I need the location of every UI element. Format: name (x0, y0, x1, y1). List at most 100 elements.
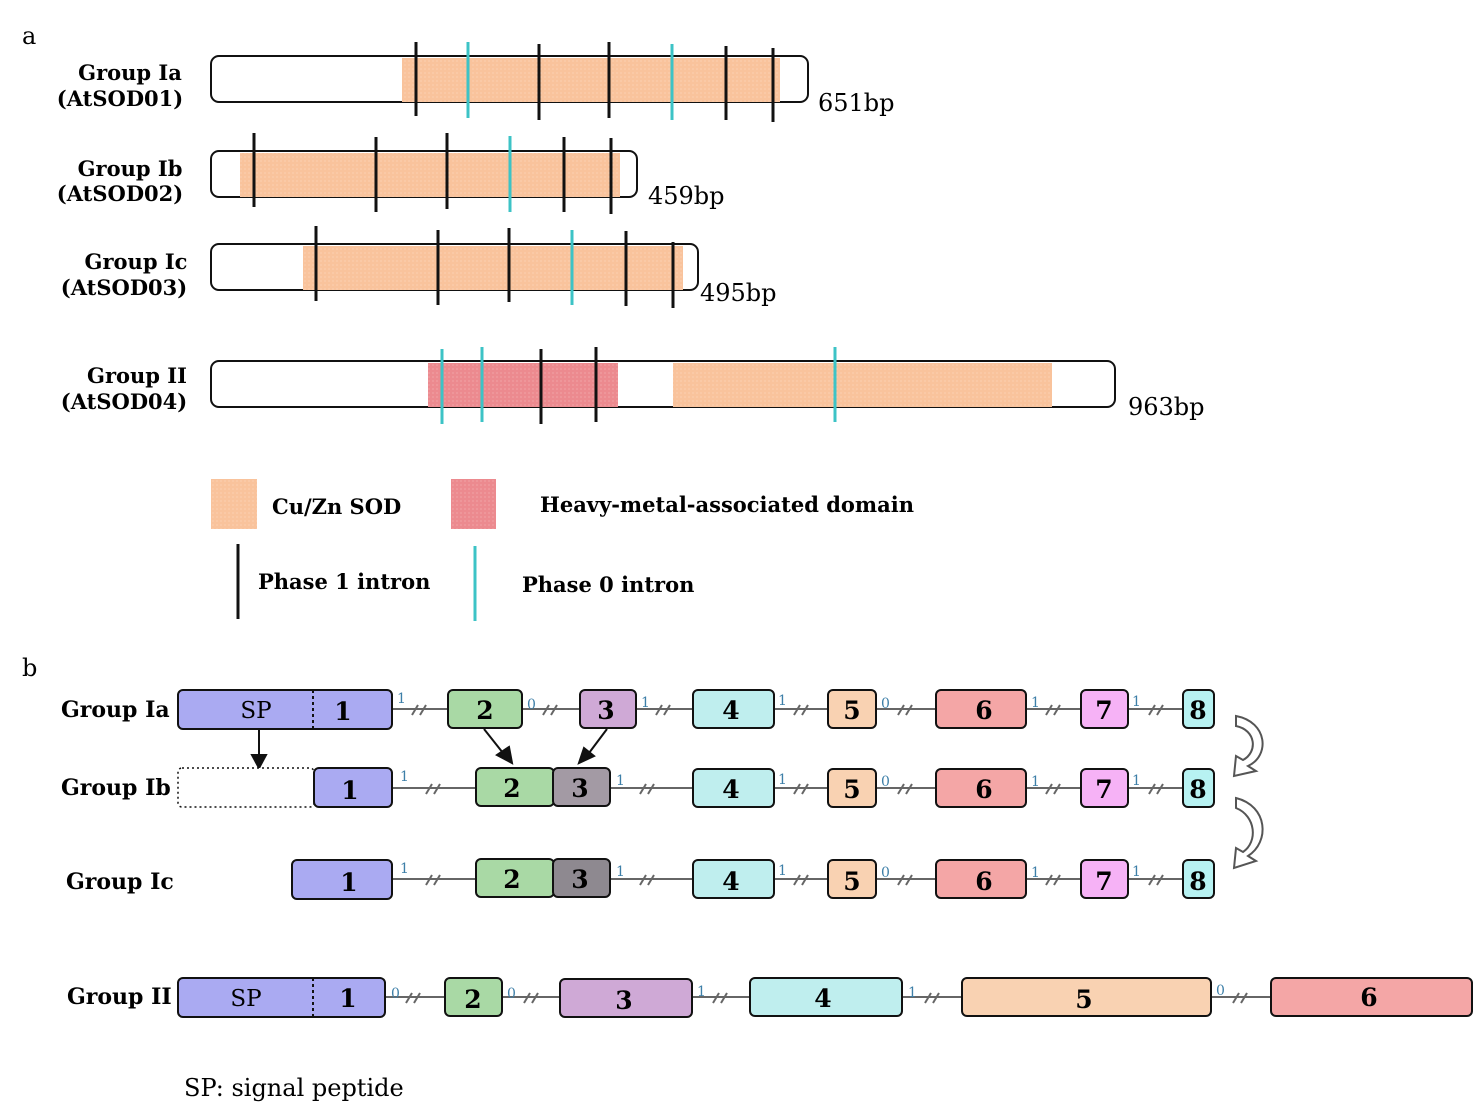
intron-phase: 1 (778, 693, 787, 709)
exon-6 (1270, 977, 1473, 1017)
exon-number: 6 (975, 696, 992, 725)
exon-number: 1 (340, 868, 357, 897)
intron-phase: 0 (881, 696, 890, 712)
exon-1 (291, 859, 393, 900)
legend-label-hma: Heavy-metal-associated domain (540, 492, 914, 517)
exon-1 (313, 767, 393, 808)
exon-number: 5 (843, 696, 860, 725)
gene-length-label: 963bp (1128, 393, 1205, 421)
exon-5 (827, 689, 877, 729)
domain-texture (673, 363, 1052, 407)
gene-id-label: (AtSOD02) (57, 181, 183, 206)
intron-connectors (392, 704, 1183, 716)
intron-phase: 1 (641, 695, 650, 711)
intron-phase-labels: 1 1 1 0 1 1 (400, 861, 1141, 881)
exon-number: 4 (722, 867, 739, 896)
group-label: Group Ib (78, 156, 183, 181)
intron-phase: 0 (881, 865, 890, 881)
exon-2 (447, 689, 523, 729)
exon-number: 5 (843, 775, 860, 804)
intron-phase: 1 (697, 984, 706, 1000)
panel-b: b Group Ia Group Ib Group Ic Group II 1 … (22, 654, 1473, 1102)
gene-model-atsod03: 495bp (210, 226, 777, 308)
intron-phase: 0 (527, 697, 536, 713)
exon-4 (749, 977, 903, 1017)
intron-phase: 1 (397, 691, 406, 707)
intron-phase: 0 (391, 986, 400, 1002)
exon-number: 3 (597, 696, 614, 725)
panel-a-legend: Cu/Zn SOD Heavy-metal-associated domain … (211, 479, 914, 621)
exon-7 (1080, 768, 1129, 808)
intron-connectors (392, 783, 1183, 795)
intron-phase: 1 (778, 772, 787, 788)
gene-length-label: 651bp (818, 89, 895, 117)
exon-6 (935, 768, 1027, 808)
intron-phase: 1 (400, 769, 409, 785)
exon-number: 8 (1189, 867, 1206, 896)
intron-phase: 1 (908, 985, 917, 1001)
exon-number: 7 (1095, 696, 1112, 725)
exon-number: 3 (571, 865, 588, 894)
exon-2 (444, 977, 503, 1017)
intron-phase-labels: 1 1 1 0 1 1 (400, 769, 1141, 790)
exon-fusion-arrow (483, 728, 504, 754)
intron-phase: 0 (881, 774, 890, 790)
exon-number: 2 (476, 696, 493, 725)
intron-phase: 1 (616, 773, 625, 789)
legend-label-phase0: Phase 0 intron (522, 572, 694, 597)
intron-phase: 0 (507, 986, 516, 1002)
intron-connectors (392, 874, 1183, 886)
group-label: Group Ia (78, 60, 182, 85)
intron-phase: 1 (1031, 695, 1040, 711)
lost-sp-placeholder (177, 767, 315, 808)
exon-number: 1 (334, 697, 351, 726)
exon-5 (827, 768, 877, 808)
exon-8 (1182, 768, 1215, 808)
domain-texture (428, 363, 618, 407)
legend-swatch-texture (211, 479, 257, 529)
intron-phase: 1 (778, 863, 787, 879)
legend-swatch-texture (451, 479, 496, 529)
exon-3 (552, 858, 611, 898)
exon-row-group-ii: 0 0 1 1 0 SP 1 2 3 4 5 6 (177, 977, 1473, 1018)
exon-number: 8 (1189, 696, 1206, 725)
curved-arrow-ib-ic (1232, 796, 1264, 870)
domain-texture (240, 153, 620, 197)
exon-number: 3 (615, 986, 632, 1015)
gene-model-atsod04: 963bp (210, 347, 1205, 424)
intron-phase: 0 (1216, 983, 1225, 999)
exon-number: 1 (341, 776, 358, 805)
exon-7 (1080, 859, 1129, 899)
arrow-head (495, 745, 514, 765)
exon-number: 8 (1189, 775, 1206, 804)
signal-peptide-label: SP (240, 698, 271, 724)
arrow-head (250, 754, 268, 771)
exon-1-with-sp (177, 977, 386, 1018)
panel-a-label: a (22, 22, 36, 50)
exon-5 (827, 859, 877, 899)
legend-label-cuzn: Cu/Zn SOD (272, 494, 401, 519)
exon-6 (935, 859, 1027, 899)
exon-8 (1182, 859, 1215, 899)
gene-id-label: (AtSOD01) (57, 86, 183, 111)
panel-a: a Group Ia (AtSOD01) Group Ib (AtSOD02) … (22, 22, 1205, 621)
exon-number: 4 (722, 696, 739, 725)
domain-texture (303, 246, 683, 290)
exon-4 (692, 859, 775, 899)
exon-4 (692, 768, 775, 808)
exon-number: 1 (339, 984, 356, 1013)
exon-number: 7 (1095, 775, 1112, 804)
evolution-arrows (250, 728, 608, 771)
gene-model-atsod01: 651bp (210, 42, 895, 122)
exon-number: 2 (503, 865, 520, 894)
intron-phase-labels: 1 0 1 1 0 1 1 (397, 691, 1141, 713)
intron-phase: 1 (1031, 774, 1040, 790)
legend-label-phase1: Phase 1 intron (258, 569, 430, 594)
panel-b-label: b (22, 654, 37, 682)
group-label: Group Ic (85, 249, 188, 274)
group-label: Group Ia (61, 697, 170, 723)
group-label: Group II (67, 984, 172, 1010)
exon-number: 6 (975, 775, 992, 804)
